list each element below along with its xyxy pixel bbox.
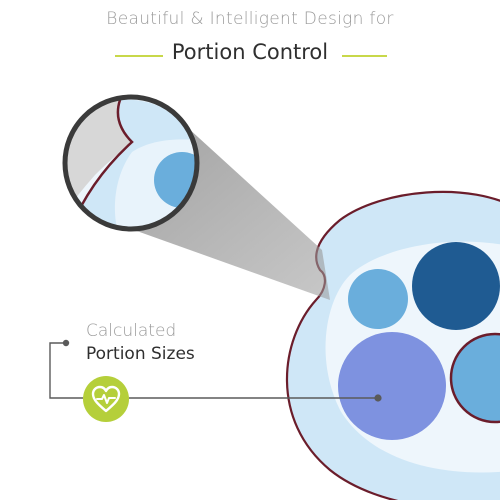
portion-circle-small	[348, 269, 408, 329]
callout-connector	[49, 339, 382, 402]
heart-pulse-icon	[91, 385, 121, 413]
headline-rule-left	[115, 55, 163, 57]
headline-rule-right	[342, 55, 387, 57]
plate	[285, 190, 500, 500]
portion-circle-right	[449, 332, 500, 424]
portion-circle-large	[338, 332, 446, 440]
headline-row: Portion Control	[0, 40, 500, 72]
headline: Portion Control	[171, 40, 329, 64]
callout-label-portion-sizes: Portion Sizes	[86, 344, 195, 364]
health-badge	[83, 376, 129, 422]
portion-circle-dark	[412, 242, 500, 330]
callout-label-calculated: Calculated	[86, 321, 177, 341]
tagline: Beautiful & Intelligent Design for	[106, 9, 394, 29]
